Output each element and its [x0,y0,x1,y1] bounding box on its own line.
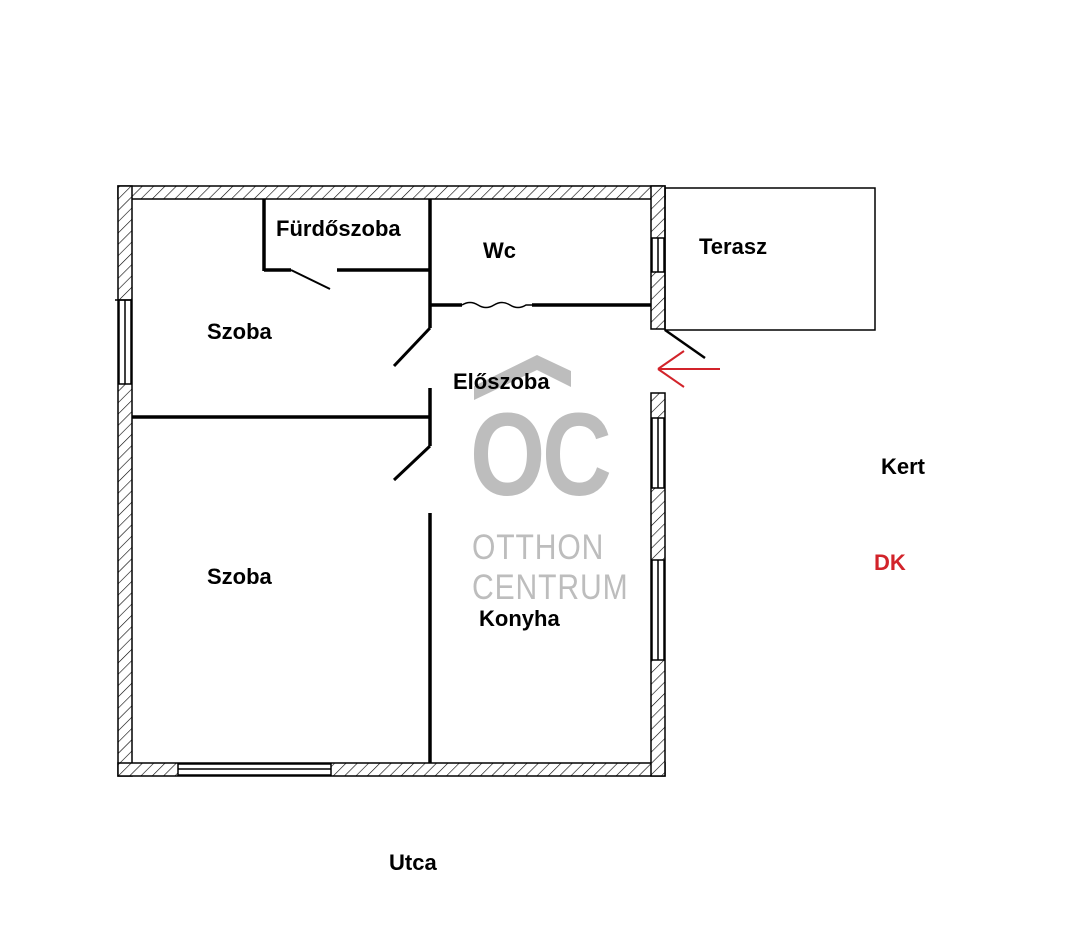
doors [290,269,706,482]
room-label-konyha: Konyha [479,606,560,631]
door-bathroom [290,269,331,290]
label-kert: Kert [881,454,926,479]
terrace-outline [664,187,876,331]
room-label-furdoszoba: Fürdőszoba [276,216,401,241]
watermark-logo-letters: OC [470,389,612,521]
label-orientation: DK [874,550,906,575]
room-label-eloszoba: Előszoba [453,369,550,394]
room-label-szoba-2: Szoba [207,564,272,589]
room-label-wc: Wc [483,238,516,263]
room-label-terasz: Terasz [699,234,768,259]
watermark-line1: OTTHON [472,528,605,567]
room-label-szoba-1: Szoba [207,319,272,344]
door-entrance [664,328,706,360]
watermark-line2: CENTRUM [472,568,629,607]
door-room-1 [392,326,432,368]
entrance-arrow-icon [657,350,720,388]
wall-left [117,185,133,777]
door-wc-sliding [461,301,532,309]
label-utca: Utca [389,850,437,875]
windows [115,237,665,776]
house-roof-icon [474,355,571,400]
door-room-2 [392,444,432,482]
wall-top [117,185,666,200]
interior-walls [132,199,651,763]
